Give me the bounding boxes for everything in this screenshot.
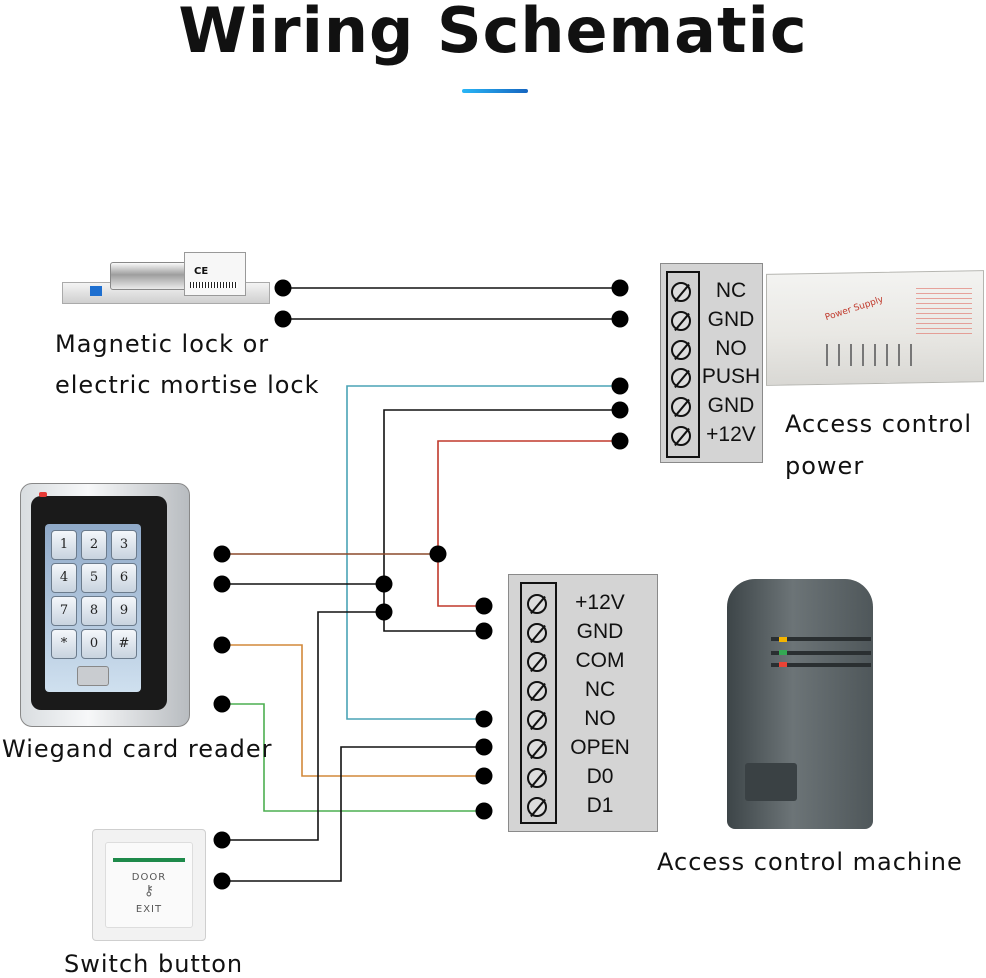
junction-dot [475,597,493,615]
machine-terminal-label: +12V [575,591,625,614]
electric-lock-image: CE [62,248,270,304]
keypad-key: 5 [81,563,107,593]
access-control-machine-image [727,573,885,831]
power-label-line2: power [785,452,865,480]
power-terminal-label: PUSH [701,365,761,388]
terminal-screw [671,340,691,360]
junction-dot [213,575,231,593]
junction-dot [475,802,493,820]
junction-dot [611,279,629,297]
terminal-screw [527,623,547,643]
page-title: Wiring Schematic [178,0,808,67]
junction-dot [375,603,393,621]
keypad-key: 7 [51,596,77,626]
junction-dot [213,545,231,563]
junction-dot [475,710,493,728]
keypad-key: * [51,629,77,659]
terminal-screw [671,426,691,446]
junction-dot [213,636,231,654]
keypad-key: 9 [111,596,137,626]
lock-label-line2: electric mortise lock [55,371,320,399]
power-supply-image: Power Supply [766,268,986,386]
junction-dot [475,767,493,785]
switch-label: Switch button [64,950,244,978]
ce-mark: CE [194,266,209,277]
keypad-key: 0 [81,629,107,659]
key-icon: ⚷ [143,883,155,899]
junction-dot [375,575,393,593]
terminal-screw [527,710,547,730]
wire-switch-open [222,746,484,882]
switch-exit-text: EXIT [135,904,163,915]
power-terminal-label: +12V [706,423,756,446]
terminal-screw [671,282,691,302]
machine-terminal-label: OPEN [570,736,630,759]
power-terminal-label: GND [707,394,755,417]
power-terminal-label: NC [715,279,747,302]
power-terminal-label: NO [715,337,747,360]
power-terminal-label: GND [707,308,755,331]
switch-door-text: DOOR [131,872,167,883]
wire-push-no [346,385,620,720]
terminal-screw [527,739,547,759]
junction-dot [611,401,629,419]
terminal-screw [527,797,547,817]
lock-label-line1: Magnetic lock or [55,330,270,358]
keypad-key: 1 [51,530,77,560]
junction-dot [475,738,493,756]
wire-12v-12v [437,440,620,607]
terminal-screw [671,397,691,417]
keypad-key: 4 [51,563,77,593]
terminal-screw [527,768,547,788]
keypad-key: # [111,629,137,659]
junction-dot [611,377,629,395]
terminal-screw [527,681,547,701]
machine-terminal-label: COM [575,649,625,672]
keypad-key: 3 [111,530,137,560]
keypad-key: 6 [111,563,137,593]
machine-terminal-label: NO [584,707,616,730]
title-underline [462,89,528,93]
terminal-screw [527,652,547,672]
machine-terminal-label: GND [576,620,624,643]
power-label-line1: Access control [785,410,972,438]
wire-reader-d0 [222,644,484,777]
terminal-screw [671,311,691,331]
machine-terminal-label: NC [584,678,616,701]
junction-dot [429,545,447,563]
machine-terminal-label: D1 [586,794,614,817]
wire-gnd-gnd [383,409,620,632]
junction-dot [213,831,231,849]
reader-label: Wiegand card reader [2,735,273,763]
junction-dot [611,310,629,328]
wire-reader-d1 [222,703,484,812]
keypad-key: 8 [81,596,107,626]
terminal-screw [527,594,547,614]
keypad-key: 2 [81,530,107,560]
terminal-screw [671,368,691,388]
machine-label: Access control machine [657,848,963,876]
junction-dot [213,872,231,890]
junction-dot [274,310,292,328]
machine-terminal-label: D0 [586,765,614,788]
junction-dot [475,622,493,640]
wire-switch-gnd [222,611,384,841]
junction-dot [611,432,629,450]
junction-dot [274,279,292,297]
exit-switch-image: DOOR ⚷ EXIT [92,829,206,941]
junction-dot [213,695,231,713]
